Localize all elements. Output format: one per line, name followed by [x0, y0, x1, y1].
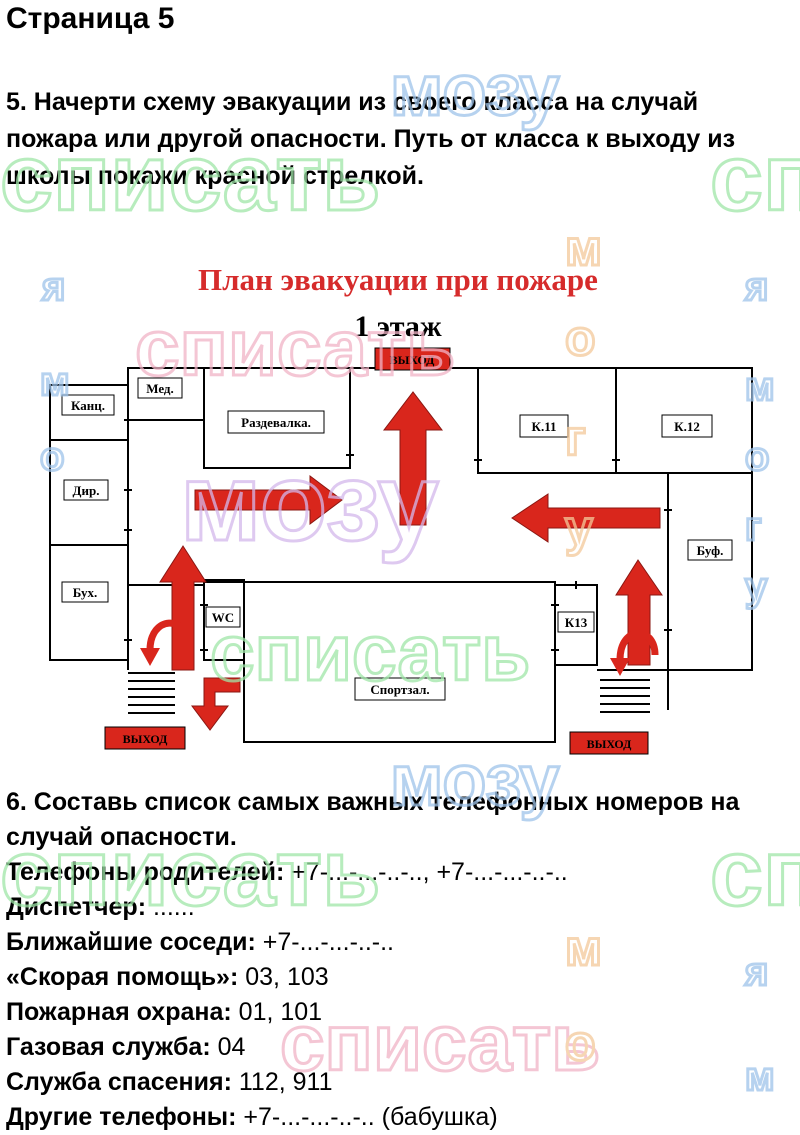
phone-label: Служба спасения: — [6, 1068, 232, 1096]
arrow-down-left-exit — [191, 677, 241, 731]
stairs-left — [128, 672, 175, 714]
arrow-up-right — [615, 559, 663, 666]
task6-question: 6. Составь список самых важных телефонны… — [6, 788, 740, 851]
phone-item: «Скорая помощь»: 03, 103 — [6, 960, 796, 995]
curved-arrow-head-left — [140, 648, 160, 666]
plan-title: План эвакуации при пожаре — [198, 262, 598, 297]
room-label-wc: WC — [212, 610, 234, 625]
evacuation-plan-drawing: План эвакуации при пожаре 1 этаж — [49, 262, 753, 755]
room-label-razdevalka: Раздевалка. — [241, 415, 311, 430]
phone-value: 112, 911 — [231, 1068, 333, 1096]
phone-list: Телефоны родителей: +7-...-...-..-.., +7… — [6, 855, 796, 1135]
phone-value: +7-...-...-..-.., +7-...-...-..-.. — [284, 858, 568, 886]
curved-arrows — [146, 619, 659, 661]
plan-floor: 1 этаж — [354, 310, 442, 343]
stairs-right — [600, 679, 650, 713]
phone-value: 01, 101 — [231, 998, 323, 1026]
phone-item: Газовая служба: 04 — [6, 1030, 796, 1065]
phone-item: Телефоны родителей: +7-...-...-..-.., +7… — [6, 855, 796, 890]
exit-right-box — [569, 731, 649, 755]
task6: 6. Составь список самых важных телефонны… — [6, 785, 796, 1135]
phone-label: «Скорая помощь»: — [6, 963, 239, 991]
phone-label: Ближайшие соседи: — [6, 928, 256, 956]
room-label-k11: К.11 — [532, 419, 557, 434]
room-label-sportzal: Спортзал. — [370, 682, 429, 697]
room-label-buf: Буф. — [697, 543, 724, 558]
phone-item: Другие телефоны: +7-...-...-..-.. (бабуш… — [6, 1100, 796, 1135]
exit-left-label: ВЫХОД — [123, 732, 169, 746]
phone-label: Диспетчер: — [6, 893, 147, 921]
phone-label: Другие телефоны: — [6, 1103, 237, 1131]
room-label-dir: Дир. — [73, 483, 100, 498]
phone-label: Газовая служба: — [6, 1033, 211, 1061]
exit-right-label: ВЫХОД — [587, 737, 633, 751]
exit-top-label: ВЫХОД — [390, 353, 436, 367]
evacuation-plan: План эвакуации при пожаре 1 этаж — [0, 230, 800, 770]
task5-question: 5. Начерти схему эвакуации из своего кла… — [6, 88, 736, 190]
phone-item: Служба спасения: 112, 911 — [6, 1065, 796, 1100]
phone-label: Пожарная охрана: — [6, 998, 232, 1026]
arrow-left-to-center — [511, 493, 661, 543]
phone-item: Диспетчер: ...... — [6, 890, 796, 925]
phone-value: +7-...-...-..-.. — [255, 928, 395, 956]
curved-arrow-head-right — [610, 658, 630, 676]
phone-item: Ближайшие соседи: +7-...-...-..-.. — [6, 925, 796, 960]
room-label-k13: К13 — [565, 615, 588, 630]
phone-value: +7-...-...-..-.. (бабушка) — [236, 1103, 498, 1131]
exit-left-box — [104, 726, 186, 750]
phone-value: ...... — [146, 893, 195, 921]
room-label-med: Мед. — [146, 381, 174, 396]
phone-item: Пожарная охрана: 01, 101 — [6, 995, 796, 1030]
room-label-kants: Канц. — [71, 398, 105, 413]
phone-value: 04 — [210, 1033, 246, 1061]
arrow-right-to-center — [194, 475, 343, 525]
phone-label: Телефоны родителей: — [6, 858, 285, 886]
plan-walls — [49, 367, 753, 743]
page-title: Страница 5 — [6, 2, 175, 35]
room-label-buh: Бух. — [73, 585, 98, 600]
exit-top-box — [374, 347, 451, 371]
phone-value: 03, 103 — [238, 963, 329, 991]
arrow-up-left — [159, 545, 207, 671]
room-label-k12: К.12 — [674, 419, 700, 434]
arrow-up-to-exit — [382, 391, 444, 526]
